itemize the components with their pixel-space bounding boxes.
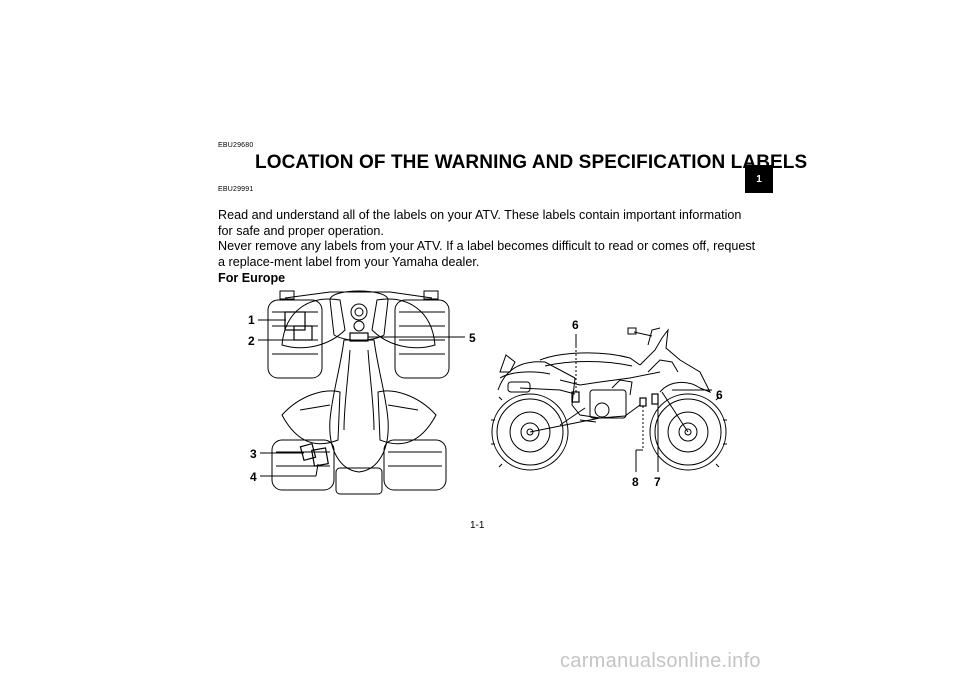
body-text: Read and understand all of the labels on… (218, 208, 758, 270)
atv-side-view (491, 327, 727, 472)
callout-6-top: 6 (572, 318, 579, 332)
doc-code-1: EBU29680 (218, 142, 254, 149)
watermark: carmanualsonline.info (560, 650, 761, 672)
subheading-europe: For Europe (218, 271, 286, 285)
callout-3: 3 (250, 447, 257, 461)
callout-1: 1 (248, 313, 255, 327)
callout-8: 8 (632, 475, 639, 489)
callout-4: 4 (250, 470, 257, 484)
doc-code-2: EBU29991 (218, 186, 254, 193)
callout-2: 2 (248, 334, 255, 348)
callout-5: 5 (469, 331, 476, 345)
callout-6-right: 6 (716, 388, 723, 402)
atv-top-view (258, 290, 465, 495)
paragraph-1: Read and understand all of the labels on… (218, 208, 742, 238)
callout-7: 7 (654, 475, 661, 489)
page-title: LOCATION OF THE WARNING AND SPECIFICATIO… (255, 152, 808, 173)
chapter-tab: 1 (745, 165, 773, 193)
paragraph-2: Never remove any labels from your ATV. I… (218, 239, 756, 269)
page-number: 1-1 (470, 520, 485, 531)
